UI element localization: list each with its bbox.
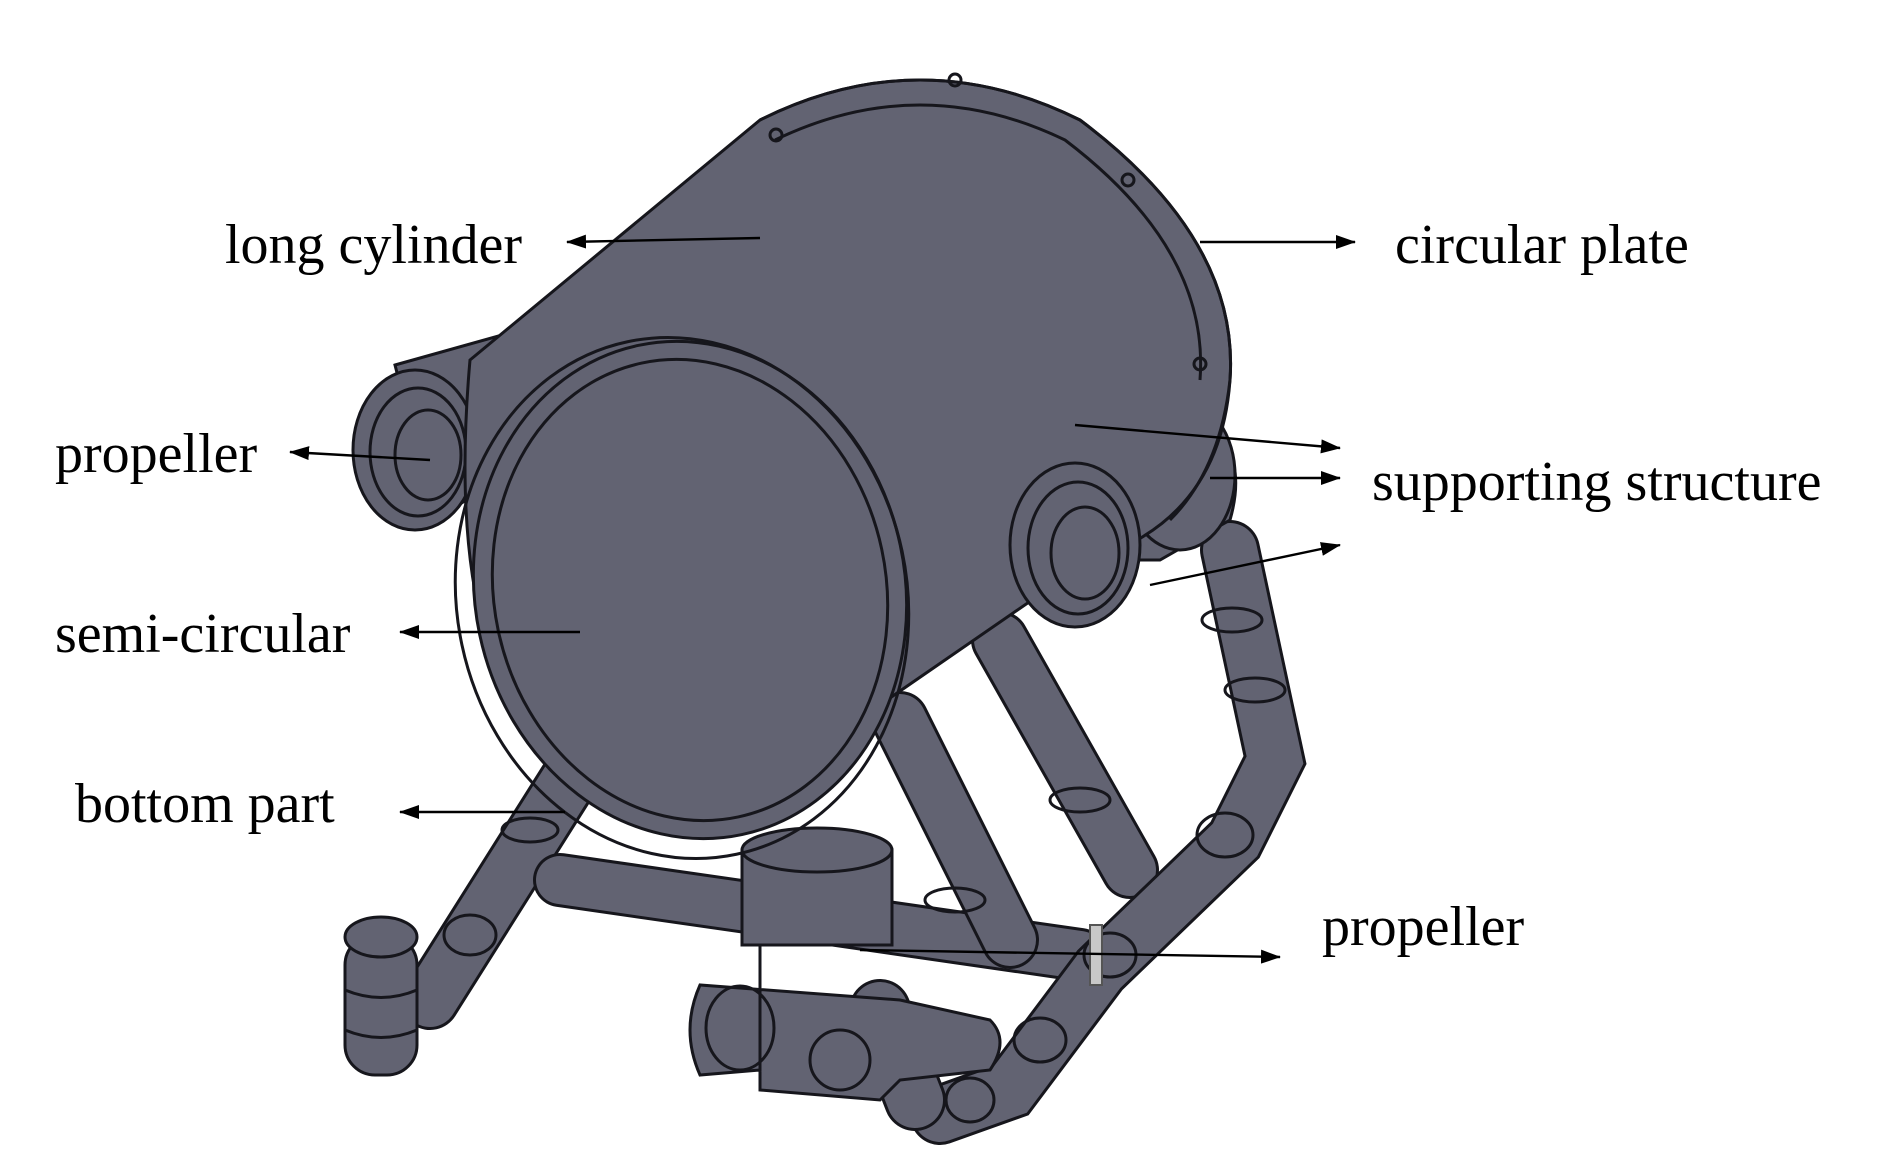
bottom-left-thruster [343, 915, 419, 1077]
arrow-propeller-left [289, 446, 431, 462]
bottom-propeller-housing [688, 826, 1103, 1102]
label-propeller-left: propeller [55, 423, 257, 485]
label-long-cylinder: long cylinder [225, 214, 522, 276]
arrow-supporting-structure-1 [1074, 423, 1341, 454]
arrow-propeller-bottom [859, 948, 1281, 964]
arrow-long-cylinder [566, 234, 761, 249]
label-semi-circular: semi-circular [55, 603, 351, 665]
label-propeller-bottom: propeller [1322, 896, 1524, 958]
leader-arrows [289, 234, 1356, 964]
label-circular-plate: circular plate [1395, 214, 1689, 276]
label-supporting-structure: supporting structure [1372, 451, 1821, 513]
component-labels: long cylinder circular plate propeller s… [55, 214, 1821, 958]
underwater-vehicle-illustration [343, 72, 1307, 1145]
right-propeller-pod [1008, 461, 1142, 629]
semi-circular-cap-shape [453, 335, 911, 861]
arrow-supporting-structure-3 [1149, 542, 1341, 587]
label-bottom-part: bottom part [75, 773, 335, 835]
